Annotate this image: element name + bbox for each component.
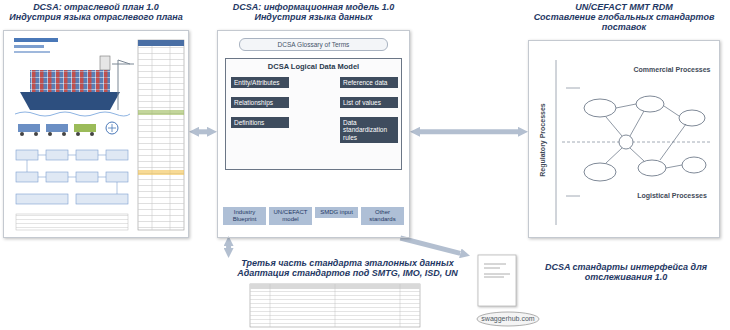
heading-group: DCSA: информационная модель 1.0Индустрия… — [217, 2, 410, 22]
panel-heading: Индустрия языка данных — [217, 12, 410, 22]
block-heading: DCSA стандарты интерфейса для отслеживан… — [532, 262, 720, 282]
rdm-panel: UN/CEFACT MMT RDMСоставление глобальных … — [528, 2, 720, 238]
blueprint-panel: DCSA: отраслевой план 1.0Индустрия языка… — [3, 2, 189, 238]
panel-heading: Составление глобальных стандартов постав… — [528, 12, 720, 32]
connector-arrow — [199, 129, 207, 134]
panel-heading: Индустрия языка отраслевого плана — [3, 12, 189, 22]
heading-group: UN/CEFACT MMT RDMСоставление глобальных … — [528, 2, 720, 32]
process-label: Commercial Processes — [628, 66, 716, 74]
item-text: Data standardization rules — [343, 119, 395, 141]
heading-group: DCSA стандарты интерфейса для отслеживан… — [532, 262, 720, 282]
heading-group: Третья часть стандарта эталонных данныхА… — [237, 258, 458, 278]
panel-heading: UN/CEFACT MMT RDM — [528, 2, 720, 12]
source-text: UN/CEFACT model — [271, 209, 310, 223]
connector-arrow — [420, 129, 518, 134]
model-item: Data standardization rules — [340, 117, 398, 143]
source-text: SMDG input — [317, 209, 356, 216]
source-box: SMDG input — [315, 207, 358, 218]
heading-group: DCSA: отраслевой план 1.0Индустрия языка… — [3, 2, 189, 22]
document-page — [478, 255, 516, 306]
item-text: Relationships — [234, 99, 286, 106]
source-box: Industry Blueprint — [223, 207, 266, 225]
connector-arrow — [400, 238, 460, 253]
item-text: Definitions — [234, 119, 286, 126]
link-oval: swaggerhub.com — [476, 311, 540, 327]
block-heading: Адаптация стандартов под SMTG, IMO, ISD,… — [237, 268, 458, 278]
source-text: Other standards — [363, 209, 402, 223]
model-item: List of values — [340, 97, 398, 108]
process-map — [556, 60, 712, 225]
source-box: UN/CEFACT model — [269, 207, 312, 225]
model-item: Reference data — [340, 77, 398, 88]
model-title: DCSA Logical Data Model — [226, 59, 401, 71]
link-text: swaggerhub.com — [476, 311, 540, 327]
logical-model-box: DCSA Logical Data ModelEntity/Attributes… — [225, 58, 402, 170]
model-item: Entity/Attributes — [231, 77, 289, 88]
model-item: Definitions — [231, 117, 289, 128]
reference-data-block: Третья часть стандарта эталонных данныхА… — [215, 256, 460, 328]
reference-table — [250, 284, 420, 327]
panel-heading: DCSA: отраслевой план 1.0 — [3, 2, 189, 12]
model-panel: DCSA: информационная модель 1.0Индустрия… — [217, 2, 410, 238]
panel-frame — [3, 30, 189, 238]
source-text: Industry Blueprint — [225, 209, 264, 223]
blueprint-picture — [14, 38, 184, 230]
model-item: Relationships — [231, 97, 289, 108]
process-label: Logistical Processes — [628, 192, 716, 200]
item-text: Entity/Attributes — [234, 79, 286, 86]
interface-doc-block: DCSA стандарты интерфейса для отслеживан… — [470, 248, 725, 308]
connector-arrow — [226, 246, 231, 248]
source-box: Other standards — [361, 207, 404, 225]
process-label: Regulatory Processes — [539, 95, 547, 185]
item-text: Reference data — [343, 79, 395, 86]
block-heading: Третья часть стандарта эталонных данных — [237, 258, 458, 268]
item-text: List of values — [343, 99, 395, 106]
glossary-bar: DCSA Glossary of Terms — [239, 38, 388, 51]
bar-text: DCSA Glossary of Terms — [244, 41, 383, 48]
panel-heading: DCSA: информационная модель 1.0 — [217, 2, 410, 12]
